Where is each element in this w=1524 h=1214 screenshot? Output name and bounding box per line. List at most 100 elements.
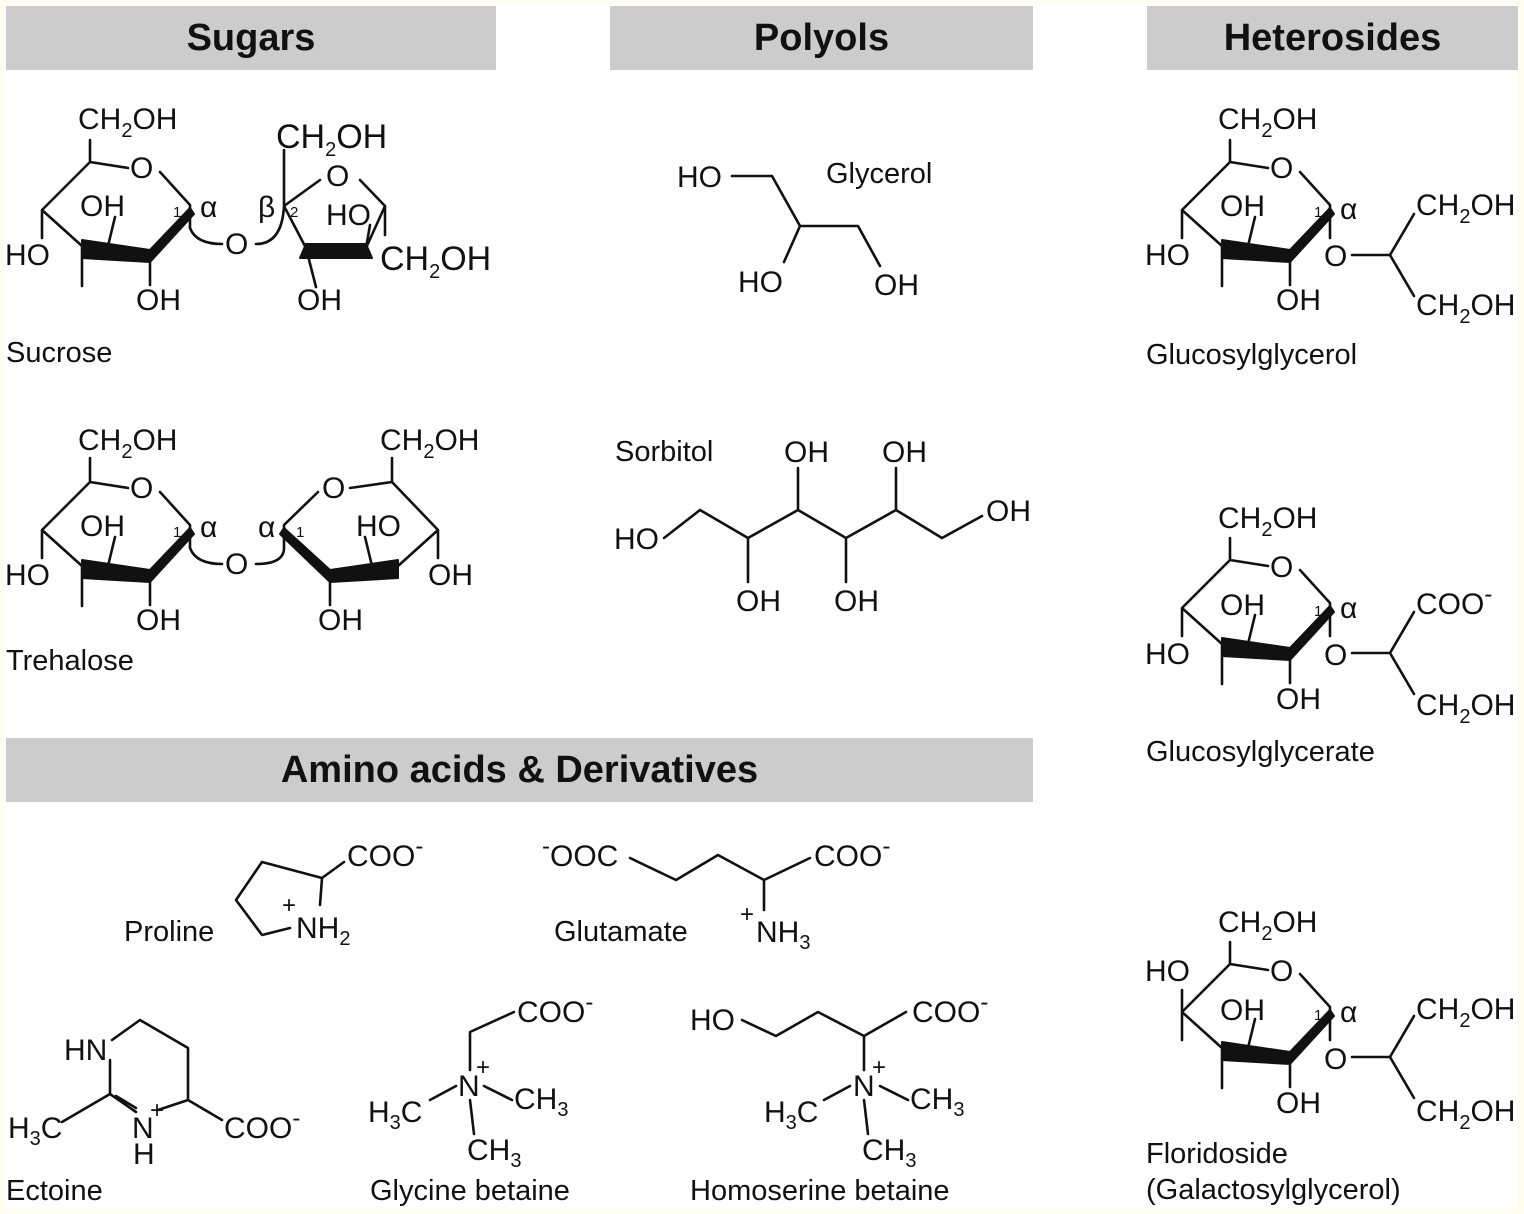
gb-ch3-right: CH3 — [514, 1083, 568, 1121]
header-sugars-label: Sugars — [186, 16, 316, 59]
sorbitol-oh-6: OH — [986, 495, 1031, 528]
sucrose-locant-1: 1 — [173, 204, 181, 221]
trehalose-structure: CH2OH O OH HO OH 1 α O α 1 O CH2OH HO OH… — [5, 424, 479, 677]
flo-oh-3: OH — [1220, 994, 1265, 1027]
gb-ch3-bottom: CH3 — [467, 1134, 521, 1172]
floridoside-alt-name: (Galactosylglycerol) — [1146, 1174, 1401, 1206]
gb-plus: + — [476, 1054, 490, 1081]
gg-ch2oh: CH2OH — [1218, 103, 1317, 142]
header-polyols: Polyols — [610, 6, 1033, 70]
glutamate-plus: + — [740, 901, 754, 928]
ggt-ch2oh: CH2OH — [1218, 502, 1317, 541]
proline-structure: COO- + NH2 Proline — [124, 833, 423, 950]
gg-oh-3: OH — [1220, 190, 1265, 223]
ggt-locant-1: 1 — [1314, 603, 1322, 620]
sucrose-locant-2: 2 — [290, 204, 298, 221]
trehalose-oh-3a: OH — [80, 510, 125, 543]
glycerol-oh-3: OH — [874, 269, 919, 302]
ggt-oh-3: OH — [1220, 589, 1265, 622]
ectoine-carboxylate: COO- — [224, 1105, 300, 1145]
trehalose-ch2oh-2: CH2OH — [380, 424, 479, 463]
trehalose-glycosidic-o: O — [225, 548, 248, 581]
ectoine-plus: + — [150, 1097, 164, 1124]
hb-n: N — [853, 1070, 875, 1103]
sucrose-name: Sucrose — [6, 337, 112, 369]
gb-carboxylate: COO- — [517, 989, 593, 1029]
header-heterosides: Heterosides — [1147, 6, 1518, 70]
trehalose-ho-4a: HO — [5, 559, 50, 592]
flo-ch2oh-a: CH2OH — [1416, 993, 1515, 1032]
sorbitol-structure: Sorbitol OH OH OH HO OH OH — [614, 436, 1031, 618]
trehalose-name: Trehalose — [6, 645, 134, 677]
sucrose-oh-fructose: OH — [297, 284, 342, 317]
header-sugars: Sugars — [6, 6, 496, 70]
glucosylglycerol-name: Glucosylglycerol — [1146, 339, 1357, 371]
trehalose-locant-1b: 1 — [296, 524, 304, 541]
sucrose-ch2oh-1: CH2OH — [78, 103, 177, 142]
gg-ch2oh-b: CH2OH — [1416, 289, 1515, 328]
trehalose-ho-3b: HO — [356, 510, 401, 543]
sucrose-ring-o-1: O — [130, 152, 153, 185]
ectoine-structure: HN H3C N + H COO- Ectoine — [6, 1018, 300, 1207]
sucrose-ring-o-2: O — [326, 160, 349, 193]
sorbitol-name: Sorbitol — [615, 436, 713, 468]
glycine-betaine-name: Glycine betaine — [370, 1175, 570, 1207]
gg-locant-1: 1 — [1314, 204, 1322, 221]
gg-oh-2: OH — [1276, 284, 1321, 317]
glycine-betaine-structure: COO- + N H3C CH3 CH3 Glycine betaine — [368, 989, 593, 1207]
gb-h3c: H3C — [368, 1096, 422, 1134]
glycerol-ho-1: HO — [677, 161, 722, 194]
sorbitol-oh-4: OH — [834, 585, 879, 618]
proline-plus: + — [282, 892, 296, 919]
trehalose-ring-o-1: O — [130, 472, 153, 505]
gb-n: N — [458, 1070, 480, 1103]
sucrose-ch2oh-fructose-1: CH2OH — [276, 118, 387, 161]
trehalose-ring-o-2: O — [322, 472, 345, 505]
flo-ring-o: O — [1270, 955, 1293, 988]
ectoine-n: N — [132, 1112, 154, 1145]
sucrose-ho-4: HO — [5, 239, 50, 272]
sucrose-glycosidic-o: O — [225, 228, 248, 261]
header-amino-acids-label: Amino acids & Derivatives — [280, 748, 759, 791]
glucosylglycerol-structure: CH2OH O OH HO OH 1 α O CH2OH CH2OH Gluco… — [1145, 103, 1515, 371]
gg-alpha: α — [1340, 193, 1357, 226]
trehalose-oh-4b: OH — [428, 559, 473, 592]
trehalose-oh-2b: OH — [318, 604, 363, 637]
hb-ho: HO — [690, 1004, 735, 1037]
glycerol-structure: HO HO OH Glycerol — [677, 158, 932, 302]
flo-alpha: α — [1340, 996, 1357, 1029]
sorbitol-oh-3: OH — [784, 436, 829, 469]
flo-ch2oh: CH2OH — [1218, 906, 1317, 945]
ggt-alpha: α — [1340, 592, 1357, 625]
glutamate-carboxylate: COO- — [814, 833, 890, 873]
sucrose-beta: β — [258, 191, 275, 224]
hb-h3c: H3C — [764, 1096, 818, 1134]
trehalose-locant-1a: 1 — [173, 524, 181, 541]
flo-ch2oh-b: CH2OH — [1416, 1095, 1515, 1134]
header-polyols-label: Polyols — [753, 16, 890, 59]
sucrose-ch2oh-fructose-6: CH2OH — [380, 240, 491, 283]
gg-ho-4: HO — [1145, 239, 1190, 272]
gg-ch2oh-a: CH2OH — [1416, 189, 1515, 228]
sucrose-ho-fructose: HO — [326, 199, 371, 232]
flo-ho-4: HO — [1145, 955, 1190, 988]
proline-name: Proline — [124, 916, 214, 948]
hb-carboxylate: COO- — [912, 989, 988, 1029]
ggt-carboxylate: COO- — [1416, 581, 1492, 621]
glutamate-structure: -OOC COO- + NH3 Glutamate — [542, 833, 890, 954]
homoserine-betaine-name: Homoserine betaine — [690, 1175, 950, 1207]
glutamate-name: Glutamate — [554, 916, 688, 948]
trehalose-alpha-a: α — [200, 511, 217, 544]
ectoine-name: Ectoine — [6, 1175, 103, 1207]
sucrose-oh-3: OH — [80, 190, 125, 223]
gg-glycosidic-o: O — [1324, 240, 1347, 273]
ggt-ch2oh-b: CH2OH — [1416, 689, 1515, 728]
ectoine-h: H — [133, 1138, 155, 1171]
flo-glycosidic-o: O — [1324, 1043, 1347, 1076]
sorbitol-ho-1: HO — [614, 523, 659, 556]
glucosylglycerate-name: Glucosylglycerate — [1146, 736, 1375, 768]
figure-frame — [4, 4, 1518, 1210]
sucrose-structure: CH2OH O OH HO OH 1 α O β 2 CH2OH O HO OH… — [5, 103, 491, 369]
sucrose-oh-2: OH — [136, 284, 181, 317]
